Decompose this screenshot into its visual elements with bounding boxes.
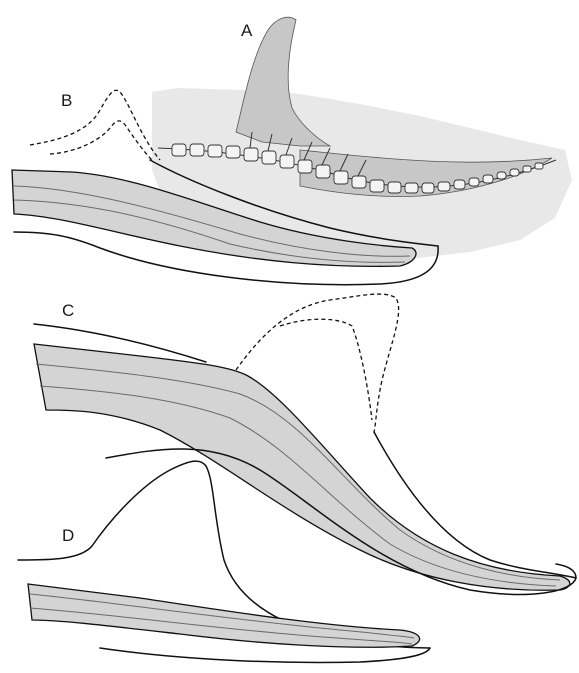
vertebra xyxy=(469,178,479,186)
vertebra xyxy=(497,172,506,179)
vertebra xyxy=(422,183,434,193)
vertebra xyxy=(370,180,384,192)
vertebra xyxy=(226,146,240,158)
vertebra xyxy=(298,160,312,173)
vertebra xyxy=(334,171,348,184)
vertebra xyxy=(510,169,519,176)
vertebra xyxy=(244,148,258,161)
vertebra xyxy=(280,155,294,168)
panel-label-b: B xyxy=(61,91,72,110)
dorsal-fin-outline-dashed-inner xyxy=(50,121,152,160)
vertebra xyxy=(172,144,186,156)
vertebra xyxy=(454,180,465,189)
body-outline-bottom-d xyxy=(100,648,430,662)
dorsal-fin-inner-dashed-c xyxy=(280,319,372,420)
vertebra xyxy=(438,182,450,191)
vertebra xyxy=(352,176,366,188)
dorsal-fin-outline-dashed-outer xyxy=(30,90,160,160)
panel-d-reconstruction xyxy=(18,461,430,662)
vertebra xyxy=(208,145,222,157)
vertebra xyxy=(483,175,493,183)
panel-label-d: D xyxy=(62,526,74,545)
vertebra xyxy=(535,163,543,169)
vertebra xyxy=(262,151,276,164)
vertebra xyxy=(523,166,531,172)
vertebra xyxy=(190,144,204,156)
panel-label-a: A xyxy=(241,21,253,40)
vertebra xyxy=(316,165,330,178)
vertebra xyxy=(388,182,401,193)
vertebra xyxy=(405,183,418,193)
panel-label-c: C xyxy=(62,301,74,320)
tail-vertebral-band-d xyxy=(28,584,420,647)
tail-vertebral-band-c xyxy=(34,344,570,590)
panel-c-reconstruction xyxy=(34,294,576,594)
